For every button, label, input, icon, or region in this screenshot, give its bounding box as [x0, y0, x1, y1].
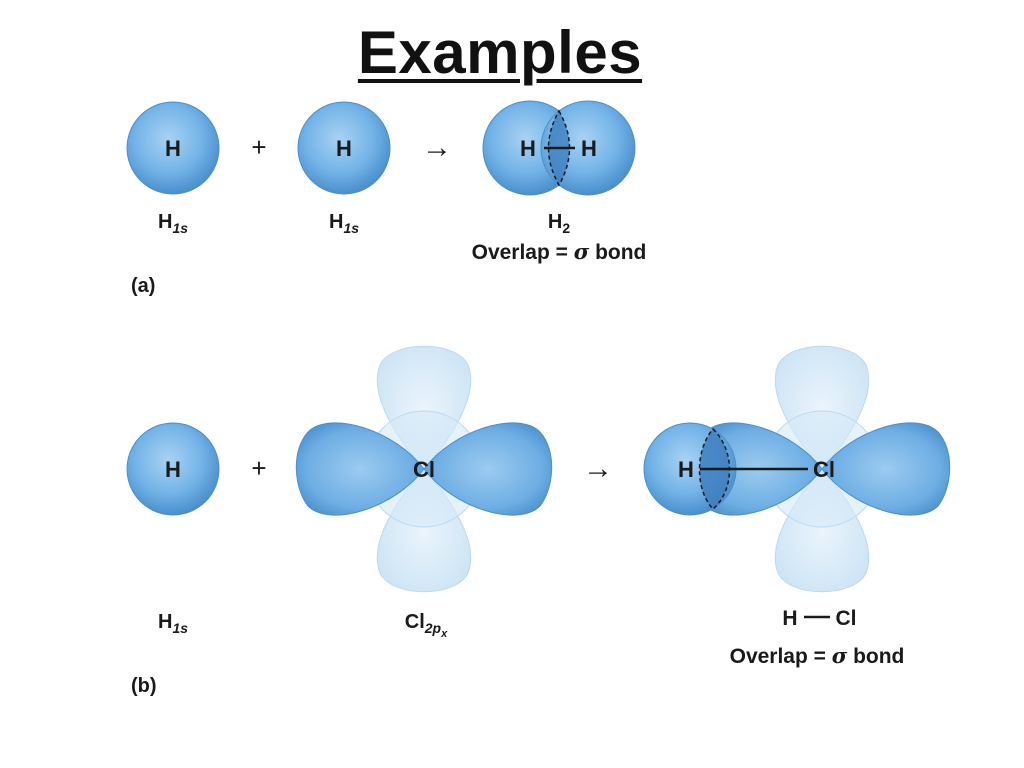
slide-title: Examples [357, 19, 643, 86]
panel-a: H + H → H H H1s H1s H2 Overlap = σ [126, 100, 647, 297]
atom-symbol: Cl [413, 457, 435, 482]
h-1s-orbital-a2: H [297, 101, 391, 195]
atom-symbol: Cl [813, 457, 835, 482]
overlap-sigma-bond-label: Overlap = σ bond [730, 643, 905, 668]
h-1s-orbital-a1: H [126, 101, 220, 195]
atom-symbol: H [165, 136, 181, 161]
plus-sign: + [251, 132, 266, 162]
hcl-molecule-orbital: H Cl [643, 345, 951, 593]
overlap-sigma-bond-label: Overlap = σ bond [472, 239, 647, 264]
atom-symbol: H [336, 136, 352, 161]
atom-symbol: H [581, 136, 597, 161]
label-hcl: H Cl [782, 607, 856, 630]
atom-symbol: H [165, 457, 181, 482]
label-cl-2px: Cl2px [405, 611, 448, 640]
label-h-1s: H1s [329, 211, 359, 236]
atom-symbol: H [520, 136, 536, 161]
label-h-1s: H1s [158, 611, 188, 636]
cl-2p-orbitals: Cl [295, 345, 553, 593]
atom-symbol: H [678, 457, 694, 482]
label-hcl-h: H [782, 607, 797, 630]
reaction-arrow: → [422, 131, 452, 164]
reaction-arrow: → [583, 452, 613, 485]
plus-sign: + [251, 453, 266, 483]
label-hcl-cl: Cl [836, 607, 857, 630]
label-h-1s: H1s [158, 211, 188, 236]
label-h2: H2 [548, 211, 570, 236]
panel-b: H + Cl → [126, 345, 951, 697]
h-1s-orbital-b: H [126, 422, 220, 516]
h2-molecule-orbital: H H [482, 100, 636, 196]
panel-tag-a: (a) [131, 275, 155, 297]
panel-tag-b: (b) [131, 675, 157, 697]
